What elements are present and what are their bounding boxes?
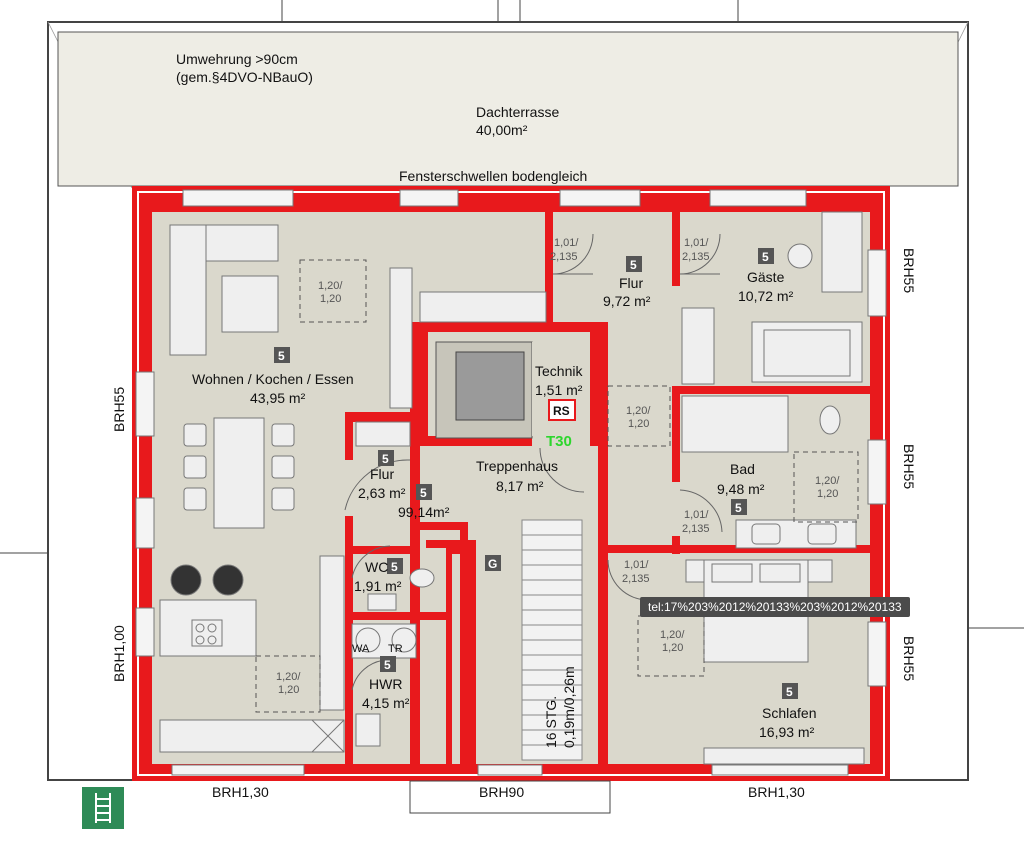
svg-text:BRH55: BRH55 — [901, 248, 917, 293]
rs-label: RS — [553, 404, 570, 418]
terrace-note-1: Umwehrung >90cm — [176, 51, 298, 67]
svg-text:1,01/: 1,01/ — [554, 237, 579, 249]
svg-text:WC: WC — [365, 559, 388, 575]
svg-text:Gäste: Gäste — [747, 269, 785, 285]
svg-text:5: 5 — [382, 452, 389, 466]
wa-label: WA — [352, 643, 370, 655]
stairs — [521, 519, 583, 761]
svg-text:1,20: 1,20 — [662, 642, 683, 654]
svg-text:BRH55: BRH55 — [111, 387, 127, 432]
svg-text:1,20/: 1,20/ — [660, 629, 685, 641]
ladder-icon — [82, 787, 124, 829]
svg-text:16,93 m²: 16,93 m² — [759, 724, 815, 740]
turning-zones — [255, 259, 859, 713]
threshold-note: Fensterschwellen bodengleich — [399, 168, 587, 184]
svg-text:5: 5 — [384, 658, 391, 672]
windows-right — [867, 249, 887, 687]
guest-furniture — [681, 211, 863, 385]
svg-text:4,15 m²: 4,15 m² — [362, 695, 410, 711]
svg-text:Flur: Flur — [370, 466, 394, 482]
svg-text:1,01/: 1,01/ — [684, 237, 709, 249]
svg-text:Bad: Bad — [730, 461, 755, 477]
t30-label: T30 — [546, 433, 572, 450]
svg-text:1,20: 1,20 — [278, 684, 299, 696]
svg-text:2,135: 2,135 — [550, 251, 578, 263]
svg-text:8,17 m²: 8,17 m² — [496, 478, 544, 494]
sofa — [169, 224, 279, 356]
terrace-name: Dachterrasse — [476, 104, 559, 120]
room-labels: Wohnen / Kochen / Essen 43,95 m² Flur 9,… — [192, 269, 816, 740]
svg-text:1,20: 1,20 — [320, 293, 341, 305]
svg-text:HWR: HWR — [369, 676, 402, 692]
svg-text:5: 5 — [735, 501, 742, 515]
svg-text:BRH1,30: BRH1,30 — [748, 784, 805, 800]
svg-text:1,20: 1,20 — [817, 488, 838, 500]
svg-text:G: G — [488, 557, 497, 571]
badge-texts: 5 5 5 5 5 5 5 G 5 5 — [278, 250, 793, 699]
stairs-label: 16 STG. — [543, 696, 559, 748]
terrace-area: 40,00m² — [476, 122, 528, 138]
technik-unit-core — [455, 351, 525, 421]
svg-text:9,72 m²: 9,72 m² — [603, 293, 651, 309]
svg-text:Treppenhaus: Treppenhaus — [476, 458, 558, 474]
svg-text:1,20/: 1,20/ — [815, 475, 840, 487]
svg-text:10,72 m²: 10,72 m² — [738, 288, 794, 304]
rs-box — [548, 399, 576, 421]
interior-walls — [345, 212, 870, 764]
svg-text:43,95 m²: 43,95 m² — [250, 390, 306, 406]
svg-text:9,48 m²: 9,48 m² — [717, 481, 765, 497]
svg-text:5: 5 — [420, 486, 427, 500]
svg-text:1,20/: 1,20/ — [318, 280, 343, 292]
svg-text:2,135: 2,135 — [682, 523, 710, 535]
svg-text:Schlafen: Schlafen — [762, 705, 816, 721]
stairs-dims: 0,19m/0,26m — [561, 666, 577, 748]
svg-text:BRH90: BRH90 — [479, 784, 524, 800]
windows-top — [182, 189, 807, 207]
svg-text:1,01/: 1,01/ — [624, 559, 649, 571]
living-partition — [389, 267, 413, 409]
phone-link-tooltip[interactable]: tel:17%203%2012%20133%203%2012%20133 — [640, 597, 910, 617]
room-badges — [274, 248, 798, 699]
svg-text:5: 5 — [278, 349, 285, 363]
door-labels: 1,01/2,135 1,01/2,135 1,01/2,135 1,01/2,… — [550, 237, 710, 585]
svg-text:1,20: 1,20 — [628, 418, 649, 430]
dining-table — [183, 417, 295, 529]
svg-text:1,01/: 1,01/ — [684, 509, 709, 521]
kitchen — [159, 555, 345, 753]
bath-furniture — [681, 395, 857, 549]
svg-text:1,20/: 1,20/ — [276, 671, 301, 683]
svg-text:Wohnen / Kochen / Essen: Wohnen / Kochen / Essen — [192, 371, 354, 387]
svg-text:2,135: 2,135 — [682, 251, 710, 263]
svg-text:5: 5 — [786, 685, 793, 699]
terrace — [57, 31, 959, 187]
svg-text:2,135: 2,135 — [622, 573, 650, 585]
windows-bottom — [171, 764, 849, 776]
windows-left — [135, 371, 155, 657]
svg-text:1,20/: 1,20/ — [626, 405, 651, 417]
wc-hwr-fixtures — [351, 421, 435, 747]
technik-area: 1,51 m² — [535, 382, 583, 398]
svg-text:5: 5 — [391, 560, 398, 574]
svg-text:5: 5 — [762, 250, 769, 264]
turning-labels: 1,20/1,20 1,20/1,20 1,20/1,20 1,20/1,20 … — [276, 280, 840, 696]
door-swings — [344, 233, 723, 691]
svg-text:2,63 m²: 2,63 m² — [358, 485, 406, 501]
svg-text:99,14m²: 99,14m² — [398, 504, 450, 520]
terrace-note-2: (gem.§4DVO-NBauO) — [176, 69, 313, 85]
top-partition — [419, 291, 547, 323]
svg-text:Flur: Flur — [619, 275, 643, 291]
tr-label: TR — [388, 643, 403, 655]
svg-text:BRH1,30: BRH1,30 — [212, 784, 269, 800]
sill-height-labels: BRH55 BRH1,00 BRH55 BRH55 BRH55 BRH1,30 … — [111, 248, 917, 800]
svg-text:BRH1,00: BRH1,00 — [111, 625, 127, 682]
svg-text:1,91 m²: 1,91 m² — [354, 578, 402, 594]
svg-text:5: 5 — [630, 258, 637, 272]
entrance-step — [409, 780, 611, 814]
technik-name: Technik — [535, 363, 583, 379]
svg-text:BRH55: BRH55 — [901, 636, 917, 681]
svg-text:BRH55: BRH55 — [901, 444, 917, 489]
